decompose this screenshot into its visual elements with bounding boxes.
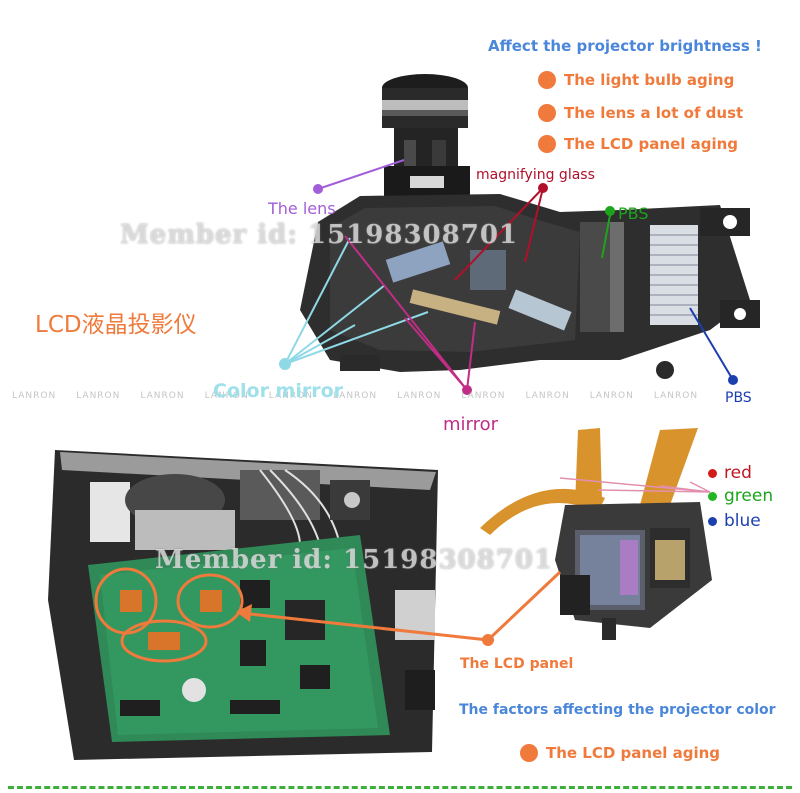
watermark-lanron: LANRON (204, 391, 249, 401)
watermark-lanron: LANRON (653, 391, 699, 401)
watermark-lanron: LANRON (140, 391, 185, 401)
watermark-member-id-bottom: Member id: 15198308701 (155, 545, 554, 575)
watermark-lanron: LANRON (461, 391, 506, 401)
bullet-dot-icon (520, 744, 538, 762)
color-factor-1: The LCD panel aging (520, 744, 720, 762)
color-factors-title: The factors affecting the projector colo… (459, 702, 776, 718)
label-magnifying-glass: magnifying glass (476, 167, 595, 183)
watermark-lanron-row: LANRON LANRON LANRON LANRON LANRON LANRO… (12, 391, 698, 401)
optical-engine-photo (279, 74, 760, 395)
brightness-factor-3: The LCD panel aging (538, 135, 738, 153)
watermark-lanron: LANRON (268, 391, 313, 401)
label-red-text: red (724, 463, 752, 483)
watermark-lanron: LANRON (76, 391, 121, 401)
label-pbs-right: PBS (725, 390, 752, 406)
color-factor-text: The LCD panel aging (546, 744, 721, 762)
brightness-factor-1: The light bulb aging (538, 71, 734, 89)
label-blue: blue (708, 511, 761, 531)
watermark-lanron: LANRON (525, 391, 570, 401)
green-dashed-divider (8, 786, 792, 789)
label-green-text: green (724, 486, 774, 506)
label-color-mirror: Color mirror (213, 380, 344, 402)
magnifying-glass-pointers (454, 183, 548, 281)
label-blue-text: blue (724, 511, 761, 531)
brightness-factor-text: The LCD panel aging (564, 135, 739, 153)
watermark-member-id-top: Member id: 15198308701 (120, 220, 519, 250)
blue-dot-icon (708, 516, 717, 526)
watermark-lanron: LANRON (589, 391, 634, 401)
bullet-dot-icon (538, 104, 556, 122)
rgb-pointers (559, 477, 711, 493)
red-dot-icon (708, 468, 717, 478)
lcd-panel-arrow (236, 570, 562, 646)
label-the-lens: The lens (268, 199, 336, 218)
pbs-right-pointer (689, 307, 738, 385)
watermark-lanron: LANRON (12, 391, 57, 401)
color-mirror-pointers (279, 237, 429, 370)
label-mirror: mirror (443, 414, 499, 435)
brightness-factor-2: The lens a lot of dust (538, 104, 743, 122)
label-green: green (708, 486, 773, 506)
lens-pointer (313, 159, 405, 194)
pbs-top-pointer (601, 206, 615, 259)
bullet-dot-icon (538, 135, 556, 153)
green-dot-icon (708, 491, 717, 501)
mirror-pointers (344, 235, 476, 395)
projection-lens (382, 74, 470, 196)
watermark-lanron: LANRON (332, 391, 378, 401)
label-pbs-top: PBS (618, 204, 649, 223)
brightness-title: Affect the projector brightness ! (488, 37, 762, 55)
circuit-board-photo (48, 450, 438, 760)
label-lcd-panel: The LCD panel (460, 656, 574, 672)
bullet-dot-icon (538, 71, 556, 89)
label-red: red (708, 463, 752, 483)
lcd-prism-photo (480, 428, 712, 640)
brightness-factor-text: The light bulb aging (564, 71, 735, 89)
brightness-factor-text: The lens a lot of dust (564, 104, 744, 122)
label-lcd-projector-title: LCD液晶投影仪 (35, 312, 197, 338)
lcd-chip-highlights (94, 567, 244, 663)
watermark-lanron: LANRON (397, 391, 442, 401)
